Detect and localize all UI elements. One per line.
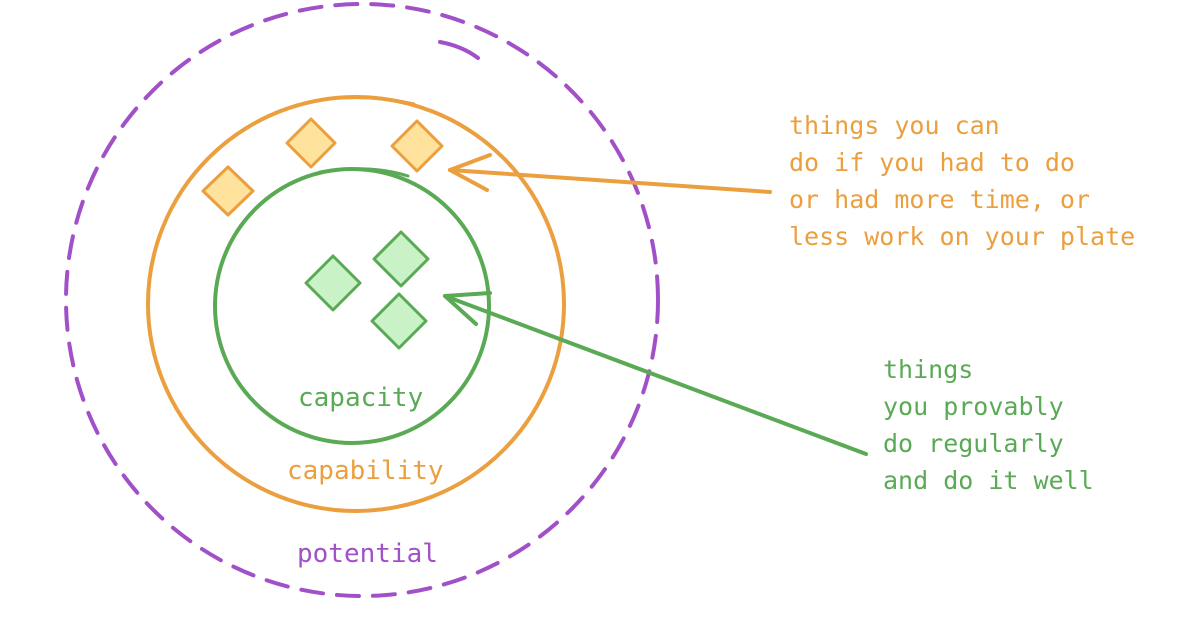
potential-circle-end-stroke bbox=[438, 40, 480, 60]
potential-label: potential bbox=[297, 539, 438, 569]
capability-circle bbox=[146, 95, 566, 513]
capacity-arrow bbox=[443, 291, 868, 456]
capacity-note-line: things bbox=[883, 355, 973, 384]
capability-note-line: things you can bbox=[789, 111, 1000, 140]
capability-diamond bbox=[285, 117, 337, 169]
capacity-note-line: and do it well bbox=[883, 466, 1094, 495]
potential-circle bbox=[64, 2, 660, 598]
capacity-diamond bbox=[372, 230, 430, 288]
capacity-diamond bbox=[304, 254, 362, 312]
capability-note-line: less work on your plate bbox=[789, 222, 1135, 251]
capability-note-line: do if you had to do bbox=[789, 148, 1075, 177]
capability-circle-overlap-stroke bbox=[338, 96, 416, 106]
capability-diamonds bbox=[201, 117, 444, 217]
capacity-note: things you provably do regularly and do … bbox=[883, 355, 1094, 495]
capability-arrow bbox=[448, 153, 772, 194]
capacity-diamond bbox=[370, 292, 428, 350]
capability-diamond bbox=[390, 119, 444, 173]
capability-note-line: or had more time, or bbox=[789, 185, 1090, 214]
capacity-label: capacity bbox=[298, 383, 423, 413]
capability-diamond bbox=[201, 165, 255, 217]
capacity-diamonds bbox=[304, 230, 430, 350]
capacity-circle-overlap-stroke bbox=[318, 167, 410, 178]
capacity-note-line: do regularly bbox=[883, 429, 1064, 458]
capability-label: capability bbox=[287, 456, 444, 486]
capacity-note-line: you provably bbox=[883, 392, 1064, 421]
capability-note: things you can do if you had to do or ha… bbox=[789, 111, 1135, 251]
